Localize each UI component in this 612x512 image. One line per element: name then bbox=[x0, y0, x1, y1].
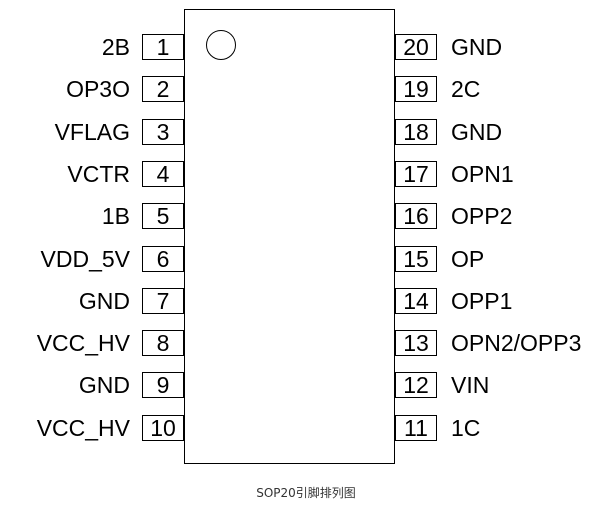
pin-1-number: 1 bbox=[142, 34, 184, 60]
pin-14-label: OPP1 bbox=[451, 287, 513, 314]
pin-19-number: 19 bbox=[395, 76, 437, 102]
ic-package-body bbox=[184, 9, 395, 464]
pin-15-label: OP bbox=[451, 245, 485, 272]
pin-11-label: 1C bbox=[451, 414, 481, 441]
pin-4-label: VCTR bbox=[67, 160, 130, 187]
pin-11-number: 11 bbox=[395, 415, 437, 441]
pin-7-label: GND bbox=[78, 287, 130, 314]
pin-5-number: 5 bbox=[142, 203, 184, 229]
pin-6-number: 6 bbox=[142, 246, 184, 272]
pin-9-label: GND bbox=[78, 371, 130, 398]
pin-13-number: 13 bbox=[395, 330, 437, 356]
pin-5-label: 1B bbox=[101, 202, 130, 229]
pin-19-label: 2C bbox=[451, 75, 481, 102]
pin-3-label: VFLAG bbox=[54, 118, 130, 145]
pin-13-label: OPN2/OPP3 bbox=[451, 329, 582, 356]
pin-15-number: 15 bbox=[395, 246, 437, 272]
pin-12-number: 12 bbox=[395, 372, 437, 398]
pin-20-label: GND bbox=[451, 33, 503, 60]
pin-16-number: 16 bbox=[395, 203, 437, 229]
pin1-notch-circle bbox=[206, 30, 236, 60]
pin-18-label: GND bbox=[451, 118, 503, 145]
pin-10-number: 10 bbox=[142, 415, 184, 441]
pin-2-number: 2 bbox=[142, 76, 184, 102]
pin-1-label: 2B bbox=[101, 33, 130, 60]
pin-4-number: 4 bbox=[142, 161, 184, 187]
pin-16-label: OPP2 bbox=[451, 202, 513, 229]
pin-6-label: VDD_5V bbox=[40, 245, 130, 272]
pin-18-number: 18 bbox=[395, 119, 437, 145]
pin-8-label: VCC_HV bbox=[36, 329, 130, 356]
pin-2-label: OP3O bbox=[66, 75, 130, 102]
pin-9-number: 9 bbox=[142, 372, 184, 398]
pin-14-number: 14 bbox=[395, 288, 437, 314]
pin-7-number: 7 bbox=[142, 288, 184, 314]
pin-20-number: 20 bbox=[395, 34, 437, 60]
figure-caption: SOP20引脚排列图 bbox=[256, 486, 356, 500]
pin-3-number: 3 bbox=[142, 119, 184, 145]
pin-17-label: OPN1 bbox=[451, 160, 514, 187]
pin-10-label: VCC_HV bbox=[36, 414, 130, 441]
pin-12-label: VIN bbox=[451, 371, 490, 398]
pin-17-number: 17 bbox=[395, 161, 437, 187]
pin-8-number: 8 bbox=[142, 330, 184, 356]
